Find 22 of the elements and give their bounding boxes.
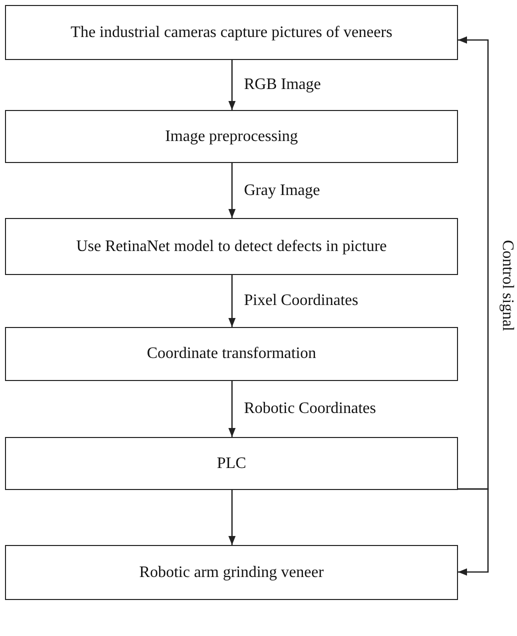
box-text: Use RetinaNet model to detect defects in picture bbox=[76, 238, 387, 256]
box-text: Coordinate transformation bbox=[146, 345, 316, 363]
arrow bbox=[458, 488, 489, 576]
arrow bbox=[228, 60, 236, 110]
arrow bbox=[228, 381, 236, 437]
process-box bbox=[5, 327, 458, 381]
box-text: Image preprocessing bbox=[165, 128, 298, 146]
edge-label: RGB Image bbox=[244, 76, 321, 94]
process-box bbox=[5, 437, 458, 490]
process-box bbox=[5, 5, 458, 60]
edge-label: Gray Image bbox=[244, 182, 320, 200]
edge-label: Control signal bbox=[498, 240, 516, 332]
arrow bbox=[228, 163, 236, 218]
arrow bbox=[458, 36, 489, 490]
box-text: The industrial cameras capture pictures of veneers bbox=[70, 24, 392, 42]
process-box bbox=[5, 218, 458, 275]
process-box bbox=[5, 545, 458, 600]
process-box bbox=[5, 110, 458, 163]
arrow bbox=[228, 490, 236, 545]
box-text: Robotic arm grinding veneer bbox=[139, 564, 324, 582]
box-text: PLC bbox=[216, 454, 246, 472]
arrow bbox=[228, 275, 236, 327]
